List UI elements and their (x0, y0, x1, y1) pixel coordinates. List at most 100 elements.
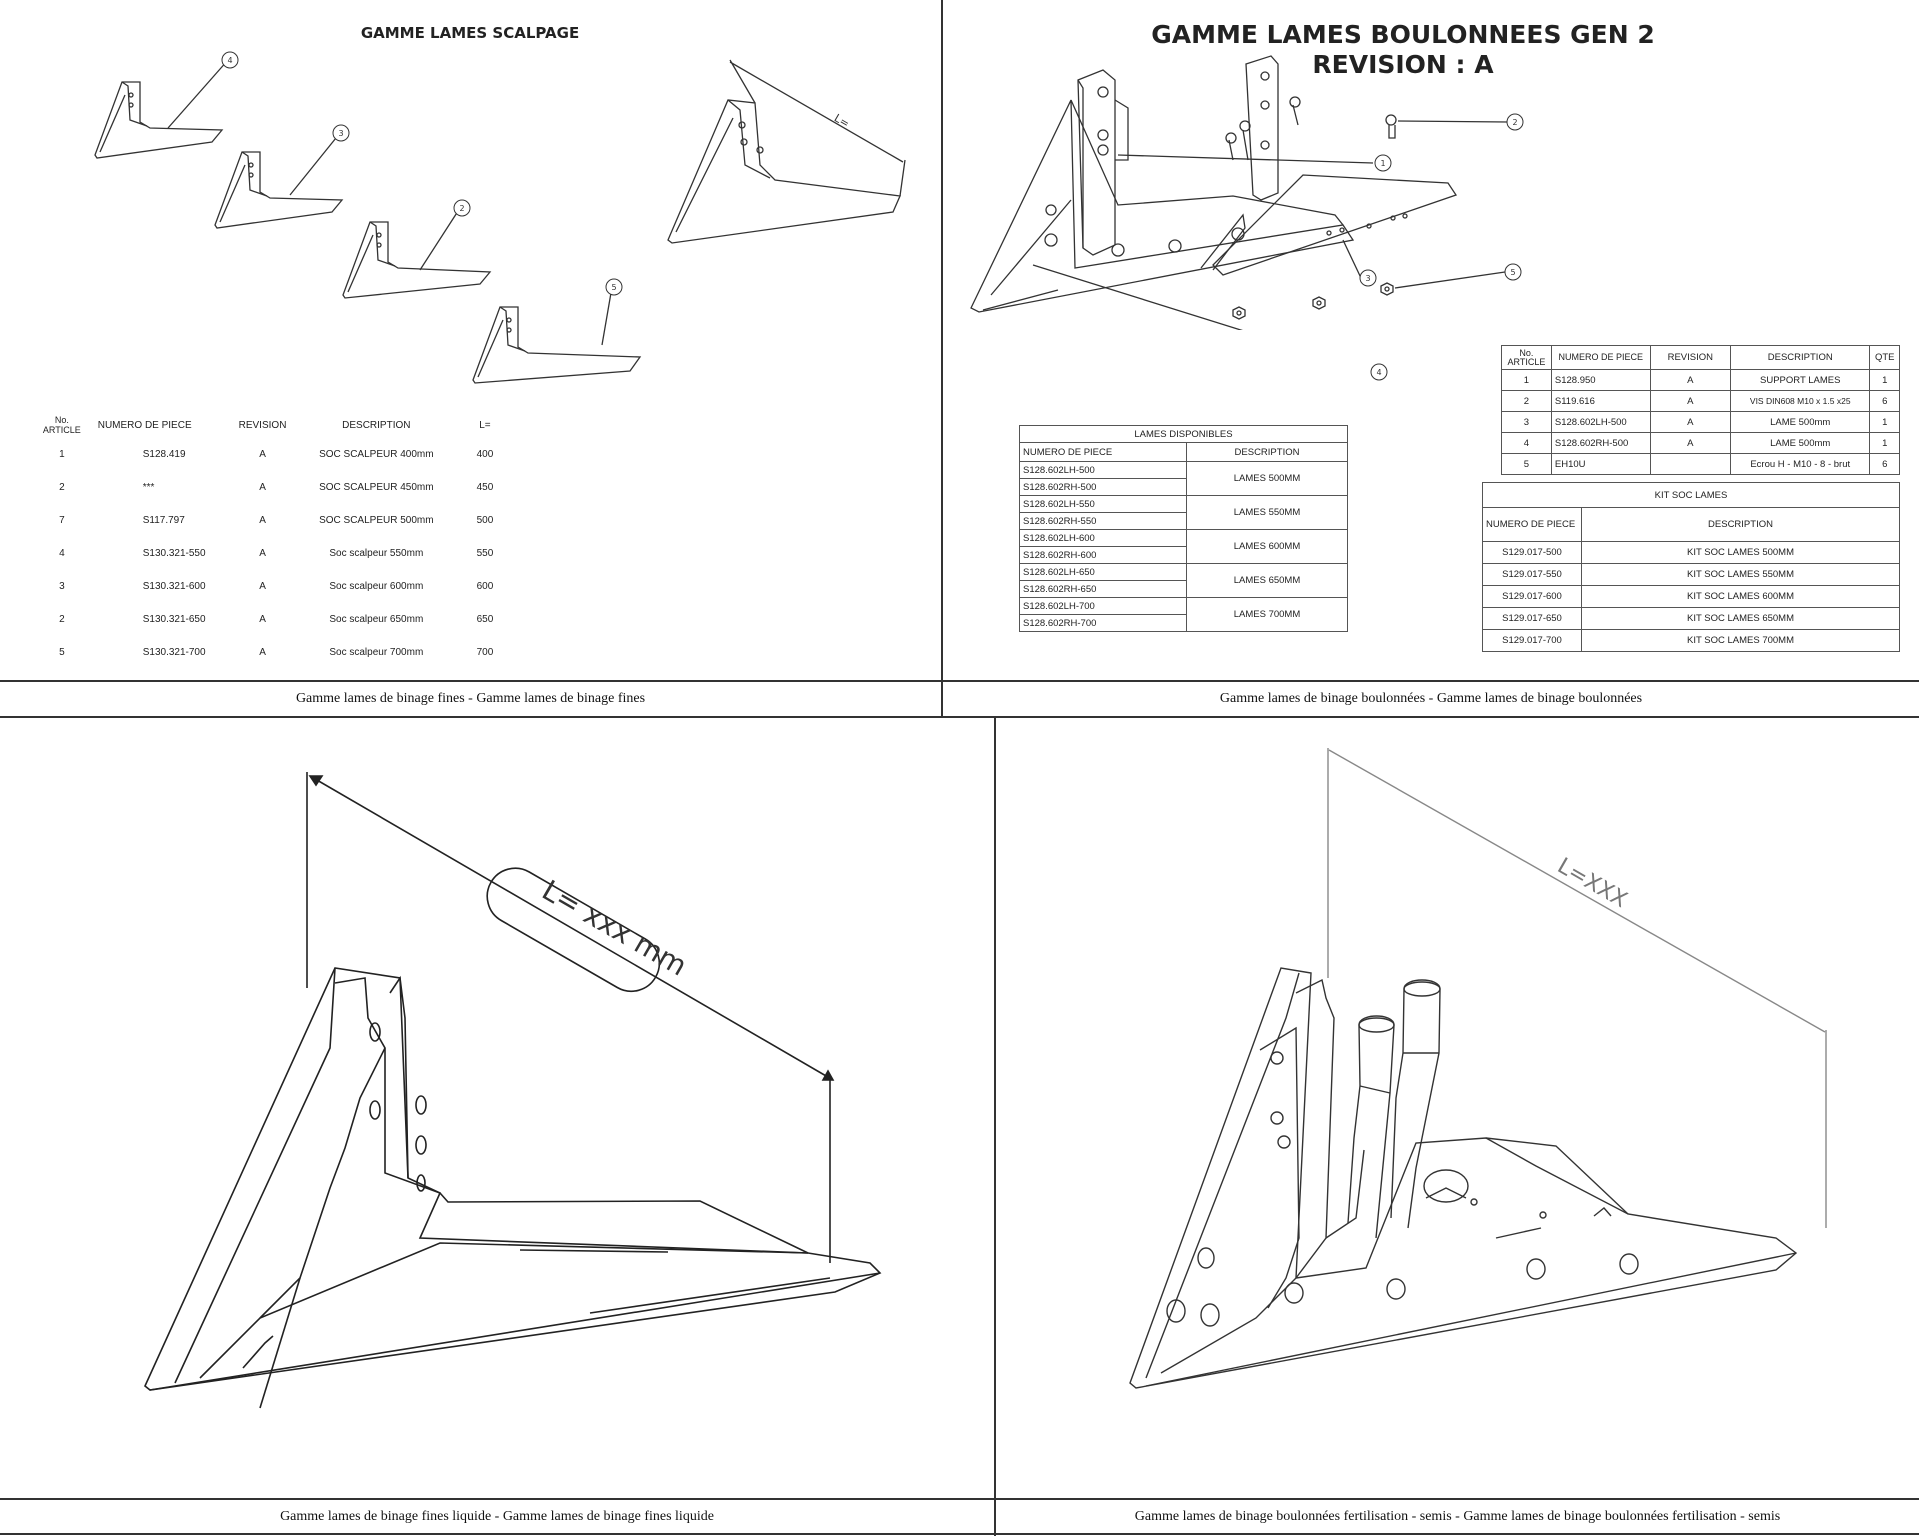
cell: LAME 500mm (1730, 411, 1871, 433)
divider-bottom-edge (0, 1533, 1919, 1535)
small-blade-3 (342, 221, 492, 299)
dim-label: L= (832, 111, 852, 130)
cell: S130.321-600 (142, 581, 206, 592)
col-numero: NUMERO DE PIECE (1019, 442, 1187, 462)
cell: EH10U (1550, 453, 1651, 475)
balloon-2: 2 (459, 204, 464, 213)
cell: S128.602RH-500 (1019, 478, 1187, 496)
cell: S130.321-650 (142, 614, 206, 625)
table-row: S128.602RH-700 (1019, 614, 1348, 632)
cell: SOC SCALPEUR 500mm (319, 515, 434, 526)
cell: A (259, 548, 266, 559)
divider-top-caption (0, 680, 1919, 682)
cell: S129.017-700 (1482, 629, 1582, 652)
cell: Soc scalpeur 550mm (329, 548, 424, 559)
table-row: 2 S130.321-650 A Soc scalpeur 650mm 650 (36, 603, 516, 636)
fertilisation-drawing: L=XXX (1129, 748, 1827, 1389)
cell: 1 (1869, 411, 1900, 433)
cell: A (1649, 411, 1732, 433)
cell: 3 (59, 581, 65, 592)
col-description: DESCRIPTION (1186, 442, 1348, 462)
caption-boulonnees: Gamme lames de binage boulonnées - Gamme… (1219, 691, 1643, 706)
cell: 4 (59, 548, 65, 559)
divider-bottom-vertical (994, 718, 996, 1536)
scalpage-table: No. ARTICLE NUMERO DE PIECE REVISION DES… (36, 412, 516, 669)
cell: 2 (59, 614, 65, 625)
cell: A (1649, 369, 1732, 391)
cell: 4 (1501, 432, 1552, 454)
panel-fines-liquide: L= xxx mm (0, 718, 994, 1498)
col-numero: NUMERO DE PIECE (97, 419, 192, 431)
lames-title: LAMES DISPONIBLES (1019, 425, 1348, 443)
cell: 6 (1869, 390, 1900, 412)
cell: 1 (1501, 369, 1552, 391)
bom-table: No. ARTICLE NUMERO DE PIECE REVISION DES… (1501, 345, 1900, 475)
cell: Soc scalpeur 700mm (329, 647, 424, 658)
cell: KIT SOC LAMES 650MM (1581, 607, 1900, 630)
panel-boulonnees: GAMME LAMES BOULONNEES GEN 2 REVISION : … (943, 0, 1919, 680)
cell: SOC SCALPEUR 450mm (319, 482, 434, 493)
cell: 2 (59, 482, 65, 493)
cell: A (259, 647, 266, 658)
cell: S130.321-700 (142, 647, 206, 658)
cell: SUPPORT LAMES (1730, 369, 1871, 391)
cell: S128.602RH-650 (1019, 580, 1187, 598)
cell: LAMES 500MM (1186, 461, 1348, 496)
divider-bottom-caption (0, 1498, 1919, 1500)
cell: VIS DIN608 M10 x 1.5 x25 (1730, 390, 1871, 412)
cell: KIT SOC LAMES 500MM (1581, 541, 1900, 564)
balloon-3: 3 (1365, 274, 1370, 283)
scalpage-drawing: 4 3 2 5 L= (94, 51, 906, 384)
cell: S119.616 (1550, 390, 1651, 412)
divider-top-vertical (941, 0, 943, 718)
cell: S117.797 (142, 515, 185, 526)
cell: S128.602LH-600 (1019, 529, 1187, 547)
col-revision: REVISION (238, 419, 287, 431)
small-blade-1 (94, 81, 224, 159)
cell: S128.419 (142, 449, 186, 460)
col-qte: QTE (1869, 345, 1900, 370)
caption-fertilisation-semis: Gamme lames de binage boulonnées fertili… (1134, 1509, 1781, 1524)
kit-title: KIT SOC LAMES (1482, 482, 1900, 508)
cell: 6 (1869, 453, 1900, 475)
balloon-1: 1 (1380, 159, 1385, 168)
cell: S128.602RH-700 (1019, 614, 1187, 632)
cell: S128.602RH-600 (1019, 546, 1187, 564)
table-row: 4 S128.602RH-500 A LAME 500mm 1 (1501, 432, 1900, 454)
cell: *** (142, 482, 155, 493)
col-description: DESCRIPTION (342, 419, 411, 431)
balloon-5: 5 (611, 283, 616, 292)
col-revision: REVISION (1649, 345, 1732, 370)
cell: Soc scalpeur 600mm (329, 581, 424, 592)
cell: Ecrou H - M10 - 8 - brut (1730, 453, 1871, 475)
fines-liquide-drawing: L= xxx mm (144, 772, 882, 1409)
cell: KIT SOC LAMES 700MM (1581, 629, 1900, 652)
boulonnees-drawing: 1 3 2 5 (970, 55, 1524, 330)
cell: 1 (1869, 432, 1900, 454)
cell: S130.321-550 (142, 548, 206, 559)
balloon-4: 4 (1376, 368, 1381, 377)
cell: LAMES 550MM (1186, 495, 1348, 530)
panel-scalpage: GAMME LAMES SCALPAGE (0, 0, 941, 680)
col-length: L= (479, 419, 491, 431)
cell: A (1649, 390, 1732, 412)
cell: 7 (59, 515, 65, 526)
cell: S129.017-600 (1482, 585, 1582, 608)
cell: 450 (476, 482, 494, 493)
cell: 5 (59, 647, 65, 658)
table-row: 7 S117.797 A SOC SCALPEUR 500mm 500 (36, 504, 516, 537)
balloon-4: 4 (227, 56, 232, 65)
dim-label: L= xxx mm (537, 873, 693, 982)
cell: S128.602LH-500 (1550, 411, 1651, 433)
table-row: 2 *** A SOC SCALPEUR 450mm 450 (36, 471, 516, 504)
cell: LAMES 700MM (1186, 597, 1348, 632)
lames-disponibles-table: LAMES DISPONIBLES NUMERO DE PIECE DESCRI… (1019, 425, 1348, 632)
cell: 5 (1501, 453, 1552, 475)
cell: 1 (59, 449, 65, 460)
cell: LAMES 600MM (1186, 529, 1348, 564)
